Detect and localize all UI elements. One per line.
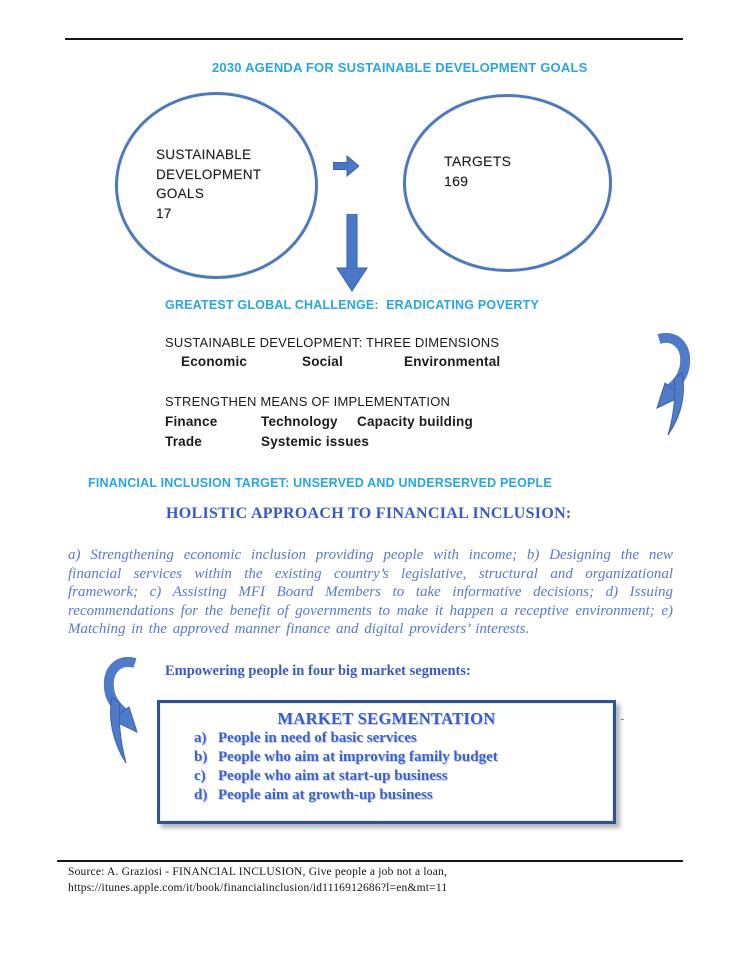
inclusion-heading: FINANCIAL INCLUSION TARGET: UNSERVED AND…: [88, 476, 552, 490]
market-segmentation-box: MARKET SEGMENTATION a) People in need of …: [157, 700, 616, 824]
item-text: People who aim at start-up business: [218, 768, 448, 784]
targets-line: TARGETS: [444, 153, 512, 169]
item-label: a): [194, 730, 207, 746]
item-text: People who aim at improving family budge…: [218, 749, 498, 765]
means-finance: Finance: [165, 414, 218, 429]
top-divider: [65, 38, 683, 40]
source-url: https://itunes.apple.com/it/book/financi…: [68, 882, 448, 894]
item-label: b): [194, 749, 208, 765]
item-text: People aim at growth-up business: [218, 787, 433, 803]
item-label: d): [194, 787, 208, 803]
means-trade: Trade: [165, 434, 203, 449]
sdg-line: 17: [156, 205, 172, 221]
sdg-line: SUSTAINABLE: [156, 147, 252, 162]
segmentation-item: b) People who aim at improving family bud…: [194, 748, 613, 767]
curved-arrow-left-icon: [104, 657, 146, 772]
dimension-social: Social: [302, 354, 343, 369]
item-text: People in need of basic services: [218, 730, 417, 746]
curved-arrow-right-icon: [648, 333, 690, 438]
means-systemic: Systemic issues: [261, 434, 370, 449]
targets-ellipse: TARGETS 169: [403, 94, 612, 272]
holistic-paragraph: a) Strengthening economic inclusion prov…: [68, 547, 673, 638]
page-title: 2030 AGENDA FOR SUSTAINABLE DEVELOPMENT …: [212, 60, 588, 75]
dimensions-heading: SUSTAINABLE DEVELOPMENT: THREE DIMENSION…: [165, 335, 500, 350]
dimension-environmental: Environmental: [404, 354, 501, 369]
dimension-economic: Economic: [181, 354, 248, 369]
sdg-line: GOALS: [156, 186, 205, 201]
source-citation: Source: A. Graziosi - FINANCIAL INCLUSIO…: [68, 864, 447, 896]
means-technology: Technology: [261, 414, 338, 429]
targets-ellipse-text: TARGETS 169: [444, 151, 511, 191]
bottom-divider: [57, 860, 683, 862]
means-capacity: Capacity building: [357, 414, 473, 429]
item-label: c): [194, 768, 206, 784]
source-line: Source: A. Graziosi - FINANCIAL INCLUSIO…: [68, 866, 448, 878]
arrow-down-icon: [336, 214, 368, 292]
stray-dash: -: [620, 710, 625, 726]
empowering-heading: Empowering people in four big market seg…: [165, 663, 471, 679]
segmentation-item: c) People who aim at start-up business: [194, 767, 613, 786]
sdg-ellipse: SUSTAINABLE DEVELOPMENT GOALS 17: [115, 92, 318, 279]
challenge-heading: GREATEST GLOBAL CHALLENGE: ERADICATING P…: [165, 298, 539, 312]
holistic-heading: HOLISTIC APPROACH TO FINANCIAL INCLUSION…: [166, 505, 572, 522]
sdg-ellipse-text: SUSTAINABLE DEVELOPMENT GOALS 17: [156, 145, 261, 223]
sdg-line: DEVELOPMENT: [156, 166, 262, 182]
means-heading: STRENGTHEN MEANS OF IMPLEMENTATION: [165, 394, 451, 409]
segmentation-title: MARKET SEGMENTATION: [277, 709, 496, 728]
arrow-right-icon: [333, 155, 359, 177]
segmentation-item: a) People in need of basic services: [194, 729, 613, 748]
segmentation-item: d) People aim at growth-up business: [194, 786, 613, 805]
targets-line: 169: [444, 173, 469, 189]
